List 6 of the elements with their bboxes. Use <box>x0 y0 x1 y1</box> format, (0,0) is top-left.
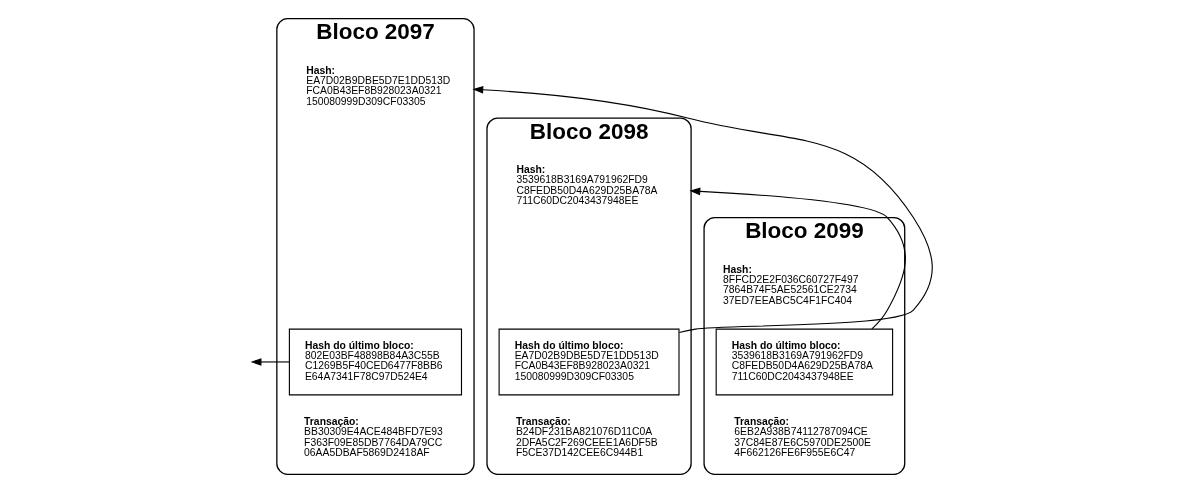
node-box: Hash do último bloco: EA7D02B9DBE5D7E1DD513DFCA0B43EF8B928023A0321150080999D309CF03305 <box>498 328 680 396</box>
node-box: Hash do último bloco: 3539618B3169A791962FD9C8FEDB50D4A629D25BA78A711C60DC2043437948EE <box>715 328 894 396</box>
node-box: Hash do último bloco: 802E03BF48898B84A3C55BC1269B5F40CED6477F8BB6E64A7341F78C97D524E4 <box>288 328 463 396</box>
arrow <box>250 358 290 366</box>
arrow <box>472 86 933 334</box>
arrow <box>689 187 906 330</box>
